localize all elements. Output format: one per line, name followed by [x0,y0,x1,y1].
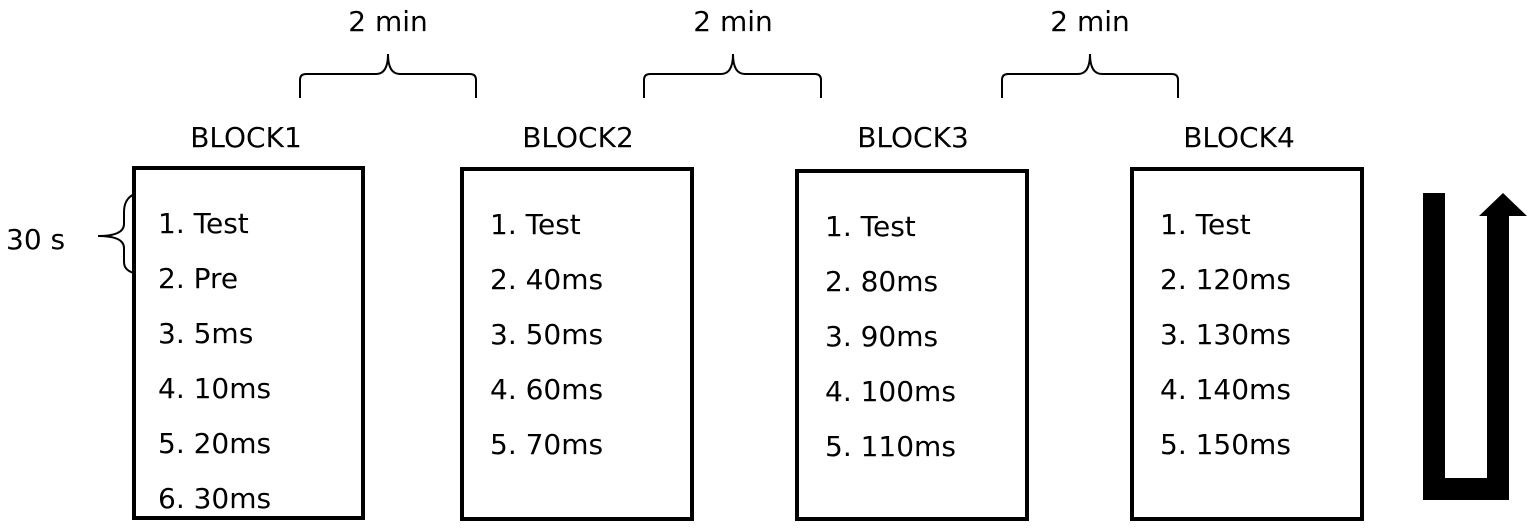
block-4-items: 1. Test 2. 120ms 3. 130ms 4. 140ms 5. 15… [1160,197,1291,472]
gap-label-1: 2 min [348,5,428,38]
list-item: 5. 110ms [825,430,956,463]
gap-brace-1 [299,53,477,98]
list-item: 5. 150ms [1160,428,1291,461]
list-item: 5. 70ms [490,428,604,461]
block-box-3: 1. Test 2. 80ms 3. 90ms 4. 100ms 5. 110m… [795,169,1029,521]
block-box-4: 1. Test 2. 120ms 3. 130ms 4. 140ms 5. 15… [1130,167,1364,521]
list-item: 2. Pre [158,262,239,295]
duration-label: 30 s [6,223,66,256]
gap-brace-2 [643,53,822,98]
list-item: 3. 5ms [158,317,254,350]
list-item: 3. 50ms [490,318,604,351]
list-item: 2. 40ms [490,263,604,296]
list-item: 4. 140ms [1160,373,1291,406]
list-item: 2. 80ms [825,265,939,298]
u-turn-up-arrow-icon [1423,193,1527,500]
list-item: 4. 10ms [158,372,272,405]
block-title-4: BLOCK4 [1183,121,1295,154]
list-item: 6. 30ms [158,482,272,515]
list-item: 3. 130ms [1160,318,1291,351]
list-item: 1. Test [490,208,581,241]
block-title-3: BLOCK3 [857,121,969,154]
list-item: 1. Test [158,207,249,240]
block-1-items: 1. Test 2. Pre 3. 5ms 4. 10ms 5. 20ms 6.… [158,196,271,526]
list-item: 2. 120ms [1160,263,1291,296]
list-item: 5. 20ms [158,427,272,460]
block-3-items: 1. Test 2. 80ms 3. 90ms 4. 100ms 5. 110m… [825,199,956,474]
block-box-1: 1. Test 2. Pre 3. 5ms 4. 10ms 5. 20ms 6.… [132,166,365,520]
list-item: 1. Test [825,210,916,243]
block-2-items: 1. Test 2. 40ms 3. 50ms 4. 60ms 5. 70ms [490,197,603,472]
gap-brace-3 [1001,53,1179,98]
list-item: 3. 90ms [825,320,939,353]
list-item: 4. 60ms [490,373,604,406]
list-item: 4. 100ms [825,375,956,408]
block-title-2: BLOCK2 [522,121,634,154]
gap-label-3: 2 min [1050,5,1130,38]
gap-label-2: 2 min [693,5,773,38]
list-item: 1. Test [1160,208,1251,241]
block-box-2: 1. Test 2. 40ms 3. 50ms 4. 60ms 5. 70ms [460,167,694,521]
duration-brace [97,190,153,276]
block-title-1: BLOCK1 [190,121,302,154]
